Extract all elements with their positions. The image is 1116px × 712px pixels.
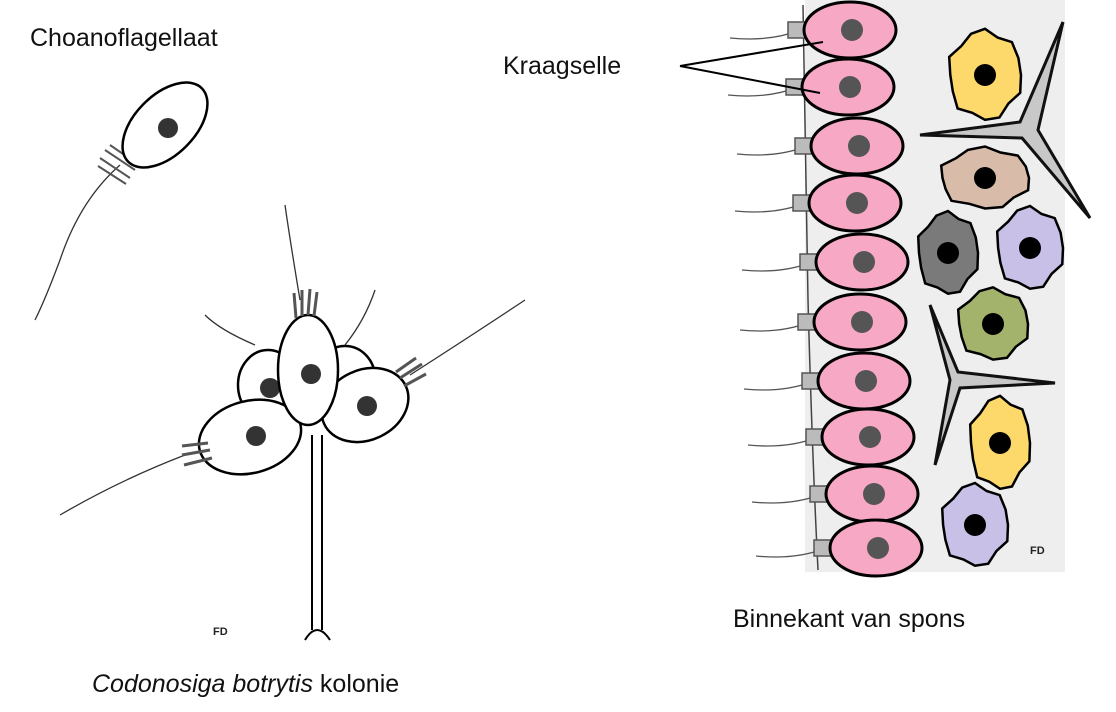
amoebocyte [968, 394, 1032, 491]
collar-cell [741, 232, 910, 292]
collar-cell [751, 464, 920, 524]
sponge-inside-label: Binnekant van spons [733, 605, 966, 633]
choanoflagellate-label: Choanoflagellaat [30, 24, 218, 52]
collar-cell [755, 518, 924, 578]
collar-cells [727, 0, 924, 578]
signature: FD [213, 626, 228, 638]
spicule [928, 304, 1056, 466]
colony [59, 204, 526, 641]
amoebocyte [947, 27, 1023, 122]
colony-label: Codonosiga botrytis kolonie [92, 670, 399, 699]
amoebocyte [939, 145, 1031, 210]
amoebocytes [916, 27, 1065, 567]
colony-word: kolonie [319, 670, 400, 698]
collar-cell [729, 0, 898, 60]
collar-cell [743, 351, 912, 411]
species-name: Codonosiga botrytis [92, 670, 313, 698]
choanoflagellate-cell [34, 81, 209, 321]
pointer-line [679, 65, 821, 94]
collar-cell [727, 57, 896, 117]
signature: FD [1030, 545, 1045, 557]
pointer-line [679, 41, 824, 67]
spicule [919, 21, 1092, 219]
collar-cell [739, 292, 908, 352]
collar-cells-label: Kraagselle [503, 52, 622, 80]
collar-cell [736, 116, 905, 176]
amoebocyte [956, 285, 1030, 361]
amoebocyte [940, 481, 1010, 567]
amoebocyte [995, 204, 1065, 290]
collar-cell [747, 407, 916, 467]
amoebocyte [916, 209, 980, 296]
collar-cell [734, 173, 903, 233]
